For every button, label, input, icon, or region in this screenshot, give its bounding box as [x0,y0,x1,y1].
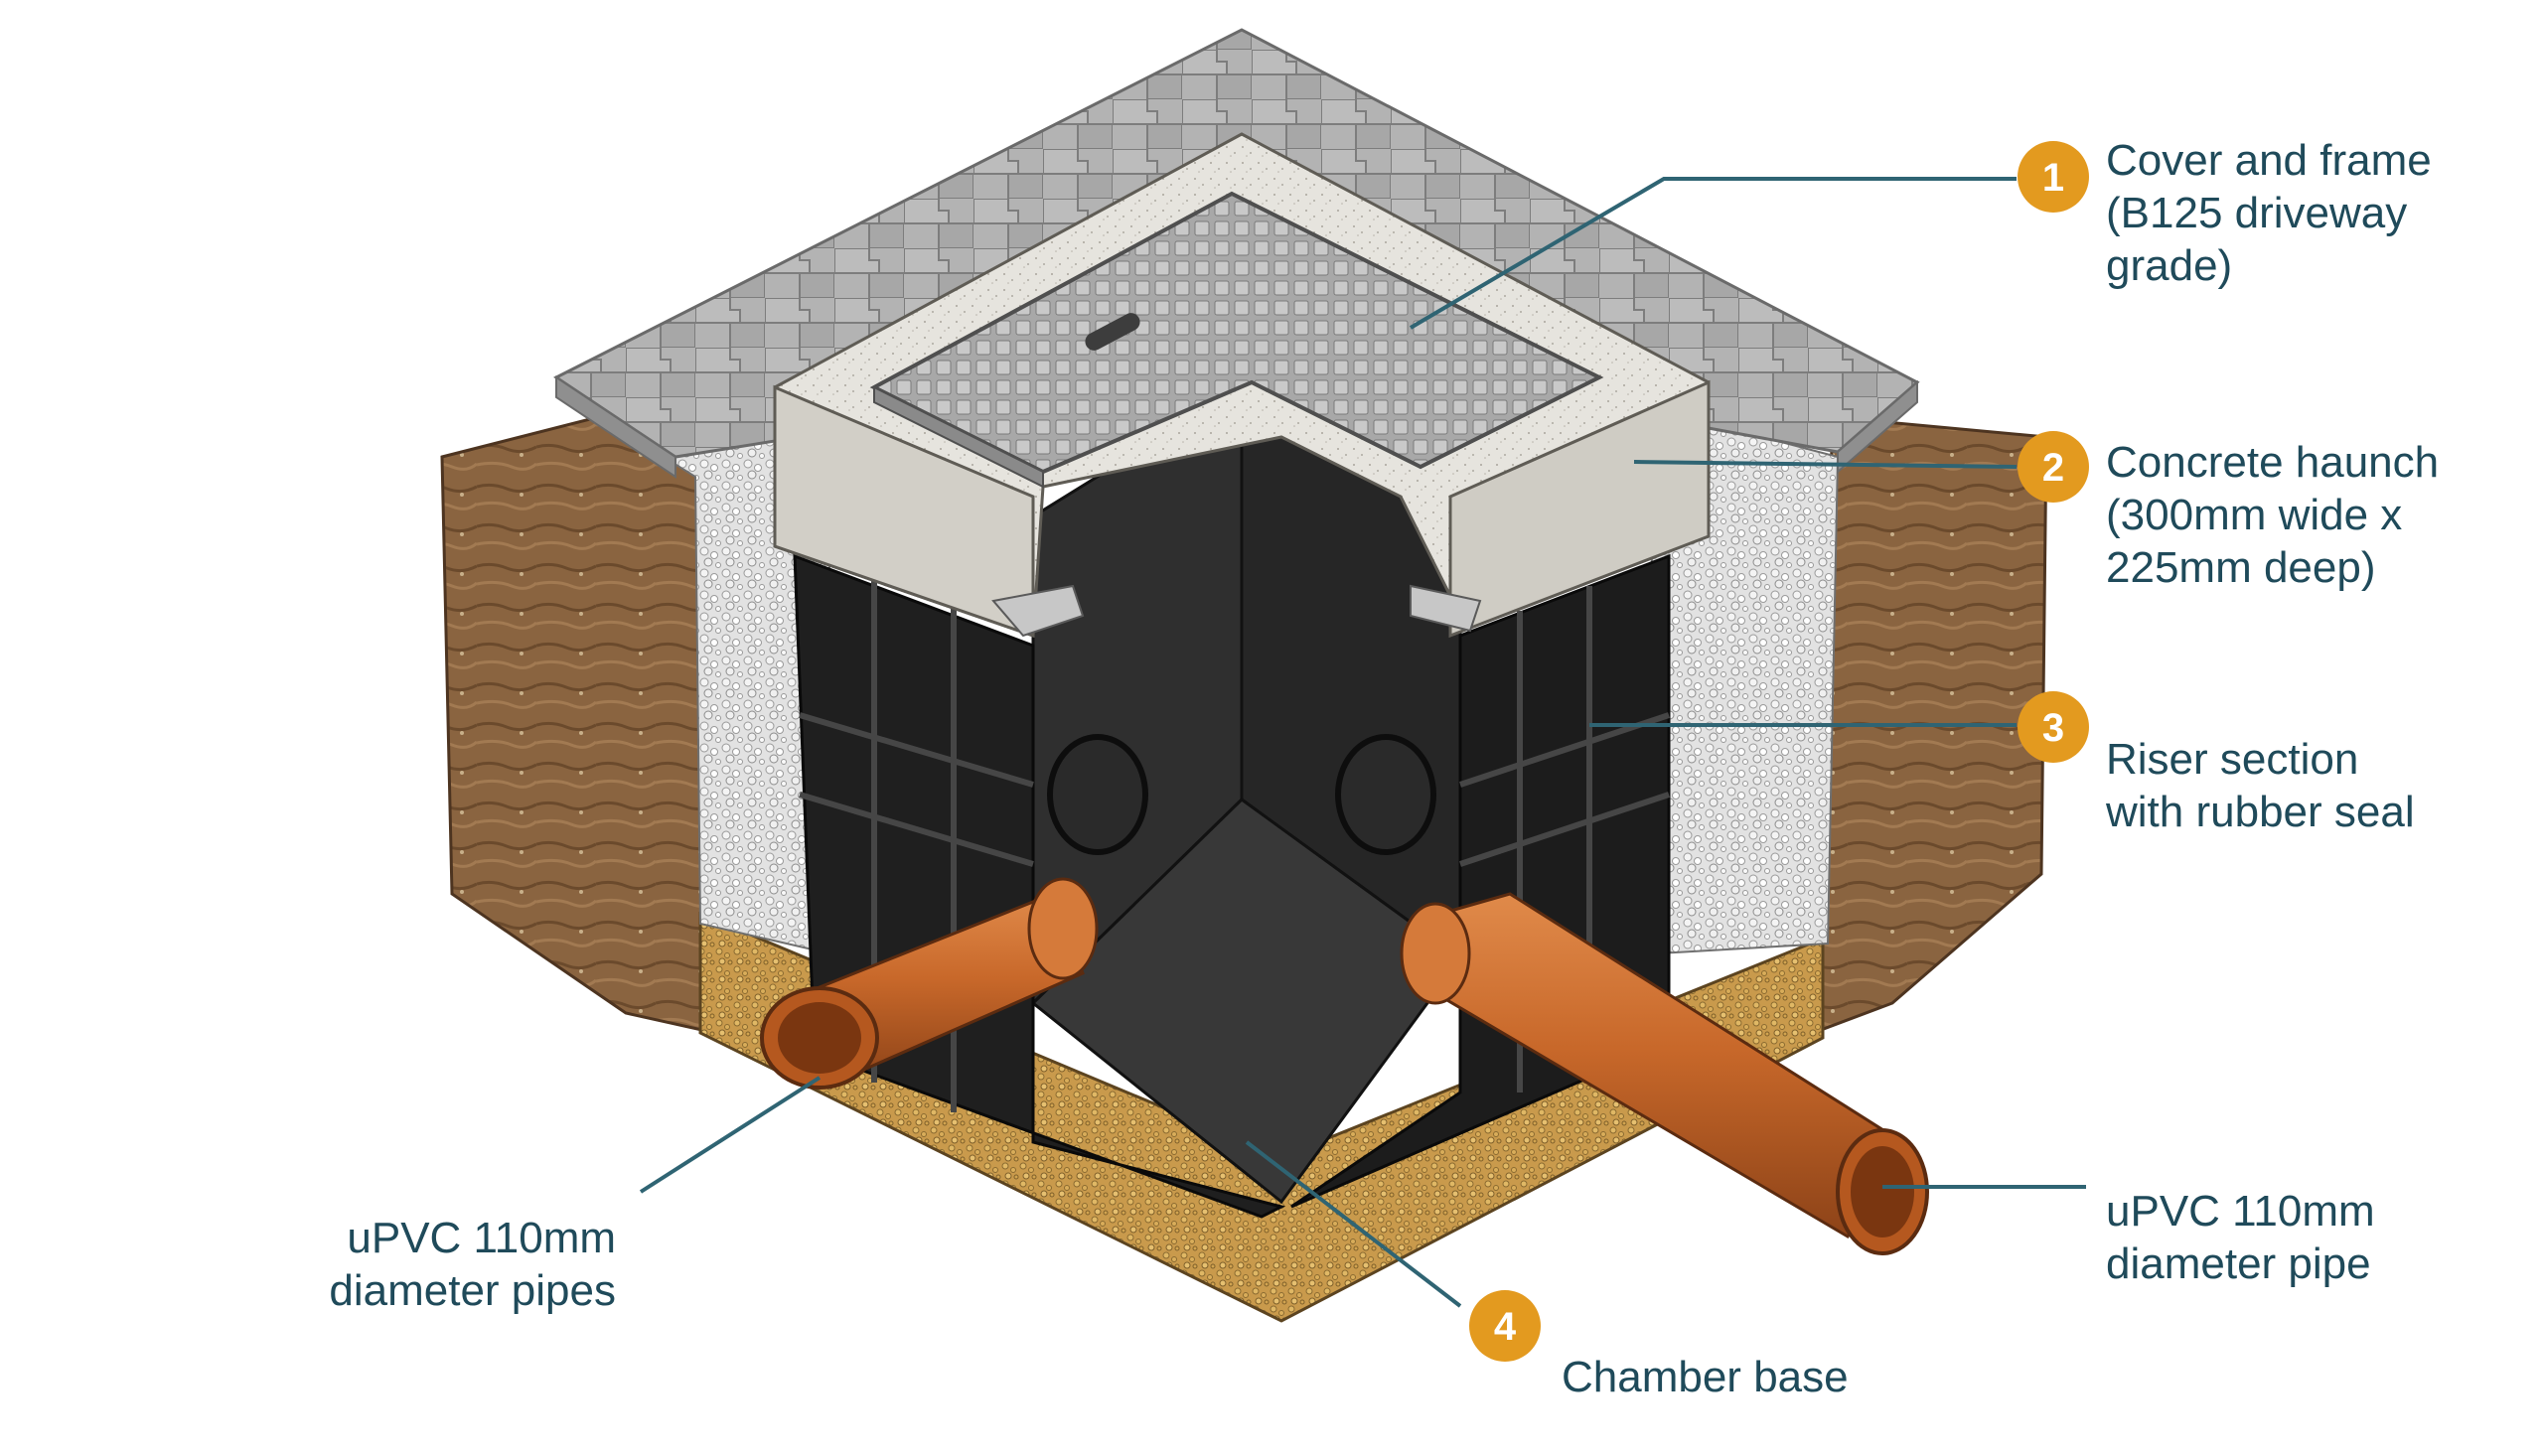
badge-1: 1 [2018,141,2089,213]
leader-lines [639,177,2086,1308]
inspection-chamber-diagram: 1 2 3 4 [440,28,2089,1362]
svg-text:1: 1 [2042,156,2064,200]
pipe-right [1400,892,1929,1255]
pipe-left [760,877,1099,1090]
lifting-keyhole [1085,313,1140,351]
svg-text:3: 3 [2042,706,2064,750]
knockout-right [1335,734,1436,855]
leader-2 [1633,460,2018,469]
rubber-seal-right [1410,584,1482,633]
leader-pipe-left [639,1076,822,1194]
svg-text:4: 4 [1494,1305,1517,1349]
rubber-seal-left [991,584,1085,638]
leader-1 [1409,177,2017,330]
badge-2: 2 [2018,431,2089,503]
badge-3: 3 [2018,691,2089,763]
knockout-left [1047,734,1148,855]
leader-4 [1245,1140,1462,1308]
soil-left [440,390,717,1035]
callout-4-label: Chamber base [1562,1353,1849,1401]
svg-text:2: 2 [2042,446,2064,490]
badge-4: 4 [1469,1290,1541,1362]
